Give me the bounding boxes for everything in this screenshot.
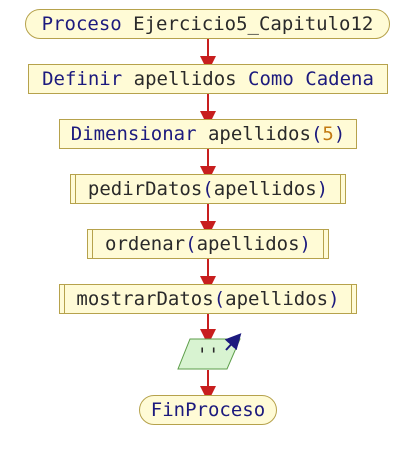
call-mostrardatos-open: ( bbox=[213, 287, 226, 310]
dimension-node[interactable]: Dimensionar apellidos(5) bbox=[59, 119, 357, 149]
call-ordenar-close: ) bbox=[299, 232, 311, 255]
call-mostrardatos-arg: apellidos bbox=[225, 287, 329, 310]
call-ordenar-open: ( bbox=[185, 232, 197, 255]
define-keyword: Definir bbox=[42, 67, 123, 90]
process-name: Ejercicio5_Capitulo12 bbox=[133, 12, 374, 35]
call-pedirdatos-node[interactable]: pedirDatos(apellidos) bbox=[70, 174, 346, 204]
process-end-node[interactable]: FinProceso bbox=[139, 395, 277, 425]
call-pedirdatos-open: ( bbox=[202, 177, 214, 200]
dimension-variable: apellidos bbox=[207, 122, 311, 145]
dimension-keyword: Dimensionar bbox=[70, 122, 197, 145]
output-text: '' bbox=[197, 344, 220, 366]
call-pedirdatos-func: pedirDatos bbox=[87, 177, 203, 200]
output-parallelogram[interactable] bbox=[177, 338, 241, 370]
define-node[interactable]: Definir apellidos Como Cadena bbox=[28, 64, 388, 94]
dimension-close-paren: ) bbox=[333, 122, 346, 145]
define-como-keyword: Como bbox=[248, 67, 294, 90]
define-type: Cadena bbox=[305, 67, 374, 90]
call-pedirdatos-arg: apellidos bbox=[213, 177, 317, 200]
define-variable: apellidos bbox=[133, 67, 237, 90]
call-mostrardatos-node[interactable]: mostrarDatos(apellidos) bbox=[59, 284, 357, 314]
call-ordenar-arg: apellidos bbox=[196, 232, 300, 255]
call-mostrardatos-func: mostrarDatos bbox=[76, 287, 214, 310]
process-start-node[interactable]: Proceso Ejercicio5_Capitulo12 bbox=[25, 9, 390, 39]
process-keyword: Proceso bbox=[41, 12, 122, 35]
output-indicator-arrow bbox=[224, 333, 242, 351]
dimension-open-paren: ( bbox=[310, 122, 323, 145]
call-ordenar-node[interactable]: ordenar(apellidos) bbox=[87, 229, 329, 259]
call-pedirdatos-close: ) bbox=[316, 177, 329, 200]
dimension-size: 5 bbox=[322, 122, 334, 145]
call-mostrardatos-close: ) bbox=[328, 287, 340, 310]
call-ordenar-func: ordenar bbox=[105, 232, 186, 255]
end-keyword: FinProceso bbox=[150, 398, 266, 421]
